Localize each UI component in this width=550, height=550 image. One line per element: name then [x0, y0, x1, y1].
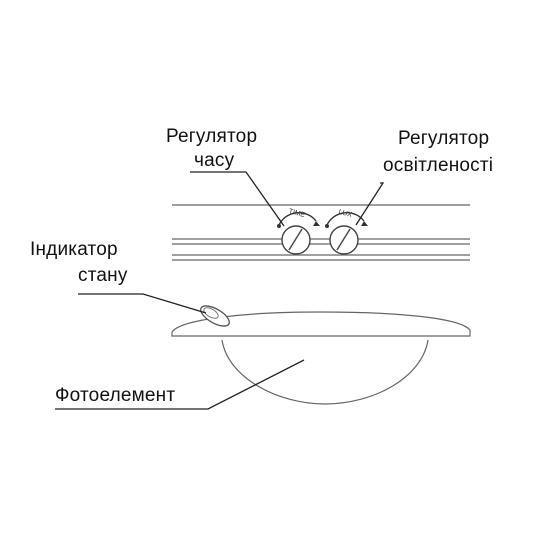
status-indicator-label-line1: Індикатор [30, 239, 118, 260]
time-regulator-label-line2: часу [194, 150, 235, 171]
light-regulator-label-line1: Регулятор [398, 128, 490, 149]
time-dial-arc [278, 212, 317, 226]
time-regulator-leader [190, 171, 285, 227]
status-indicator-lens [200, 305, 230, 327]
indicator-lens-outer [200, 305, 230, 327]
time-dial-arrow [313, 221, 320, 226]
lux-dial-mark: LUX [338, 209, 353, 219]
time-regulator-label-line1: Регулятор [166, 126, 258, 147]
photo-element-leader [55, 359, 305, 410]
time-dial-mark: TIME [288, 208, 306, 219]
photo-element-dome [221, 339, 429, 405]
status-indicator-label-line2: стану [78, 265, 128, 286]
photo-element-label: Фотоелемент [55, 385, 176, 406]
lux-dial-dot [325, 224, 329, 228]
time-dial: TIME [277, 208, 320, 255]
housing-bottom-edge [171, 311, 471, 337]
time-dial-slot [288, 228, 303, 251]
indicator-lens-inner [203, 307, 219, 319]
light-regulator-label-line2: освітленості [383, 155, 494, 176]
leader-lines [55, 171, 385, 410]
lux-dial-slot [336, 228, 351, 251]
lux-dial: LUX [325, 209, 368, 255]
lux-dial-arrow [361, 221, 368, 226]
light-regulator-leader [355, 182, 385, 226]
status-indicator-leader [78, 293, 207, 314]
time-dial-dot [277, 224, 281, 228]
housing-lines [172, 204, 470, 261]
